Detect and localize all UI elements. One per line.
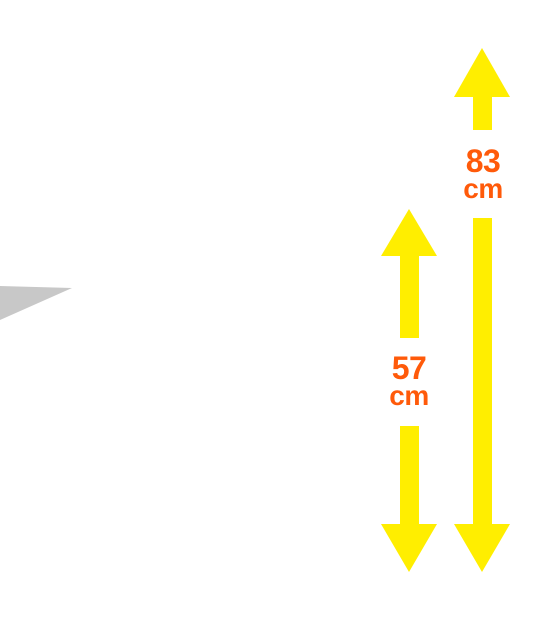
gray-wedge-shape [0, 286, 72, 320]
measurement-value: 83 [465, 143, 501, 179]
measurement-label-57: 57 cm [374, 350, 444, 412]
arrow-83-up-head [454, 48, 510, 97]
arrow-57-up-head [381, 209, 437, 256]
measurement-unit: cm [389, 380, 429, 412]
double-arrow-83 [454, 48, 510, 572]
arrow-57-down-head [381, 524, 437, 572]
arrow-57-upper-shaft [400, 255, 419, 338]
arrow-83-lower-shaft [473, 218, 492, 525]
arrow-83-upper-shaft [473, 96, 492, 130]
arrow-83-down-head [454, 524, 510, 572]
measurement-unit: cm [463, 173, 503, 205]
measurement-label-83: 83 cm [448, 143, 518, 205]
double-arrow-57 [381, 209, 437, 572]
measurement-value: 57 [391, 350, 427, 386]
arrow-57-lower-shaft [400, 426, 419, 525]
